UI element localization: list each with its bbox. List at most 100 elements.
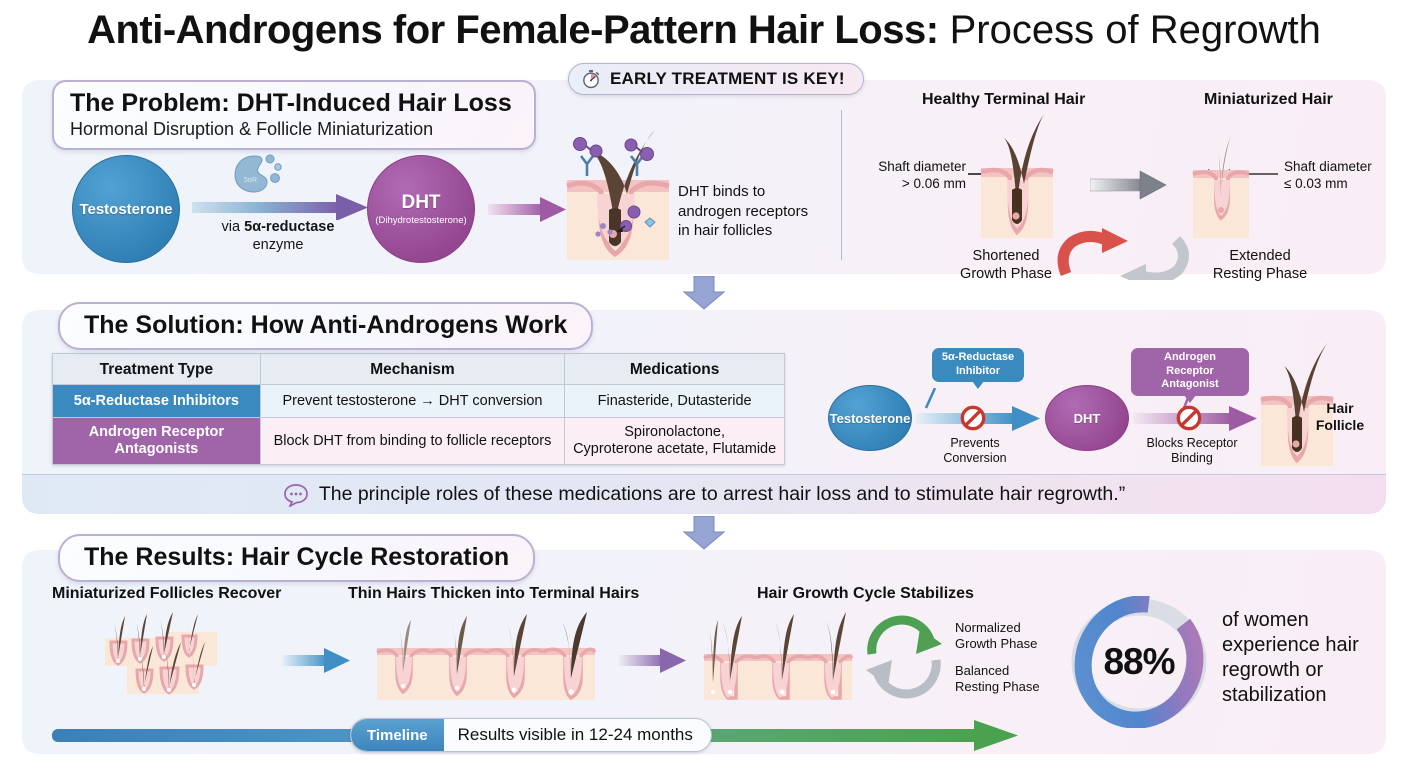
mechanism-dht-label: DHT [1073,410,1101,426]
panel-solution-heading-chip: The Solution: How Anti-Androgens Work [58,302,594,350]
balanced-line2: Resting Phase [955,679,1040,694]
extended-line2: Resting Phase [1212,266,1308,282]
row1-medications: Finasteride, Dutasteride [564,384,785,418]
hair-follicle-line2: Follicle [1315,417,1365,433]
dht-binds-caption: DHT binds to androgen receptors in hair … [678,182,808,241]
callout-5ar-pointer [924,388,937,409]
dht-binds-line2: androgen receptors [678,202,809,220]
quote-bar: The principle roles of these medications… [22,474,1386,514]
normalized-line1: Normalized [955,620,1021,635]
stopwatch-icon [583,70,600,89]
callout-5ar-line2: Inhibitor [956,364,1000,377]
callout-ara-line1: Androgen Receptor [1164,351,1216,377]
enzyme-caption: via 5α-reductase enzyme [193,218,363,254]
mechanism-follicle-illustration [1260,342,1334,466]
shortened-growth-phase-label: Shortened Growth Phase [942,247,1070,283]
page-title-light: Process of Regrowth [938,8,1321,52]
mechanism-testosterone-circle: Testosterone [828,385,912,451]
row1-mechanism: Prevent testosterone → DHT conversion [259,384,566,418]
miniaturized-follicles-cluster-illustration [105,612,217,695]
row2-category-line1: Androgen Receptor [88,424,225,440]
stat-donut-chart: 88% [1068,595,1210,729]
panel-problem-subheading: Hormonal Disruption & Follicle Miniaturi… [70,119,434,139]
mechanism-testosterone-label: Testosterone [829,410,911,426]
panel-problem-heading-chip: The Problem: DHT-Induced Hair Loss Hormo… [52,80,536,150]
hair-cycle-loop-icon [1057,228,1189,280]
dht-binds-line1: DHT binds to [678,183,766,200]
stat-description: of women experience hair regrowth or sta… [1222,608,1359,708]
callout-ara-tail [1184,394,1196,403]
callout-ar-antagonist: Androgen Receptor Antagonist [1131,348,1249,403]
shortened-line1: Shortened [972,248,1040,264]
healthy-shaft-note: Shaft diameter > 0.06 mm [866,158,966,192]
timeline-pill: Timeline Results visible in 12-24 months [350,718,712,752]
callout-ara-pointer [1182,388,1194,409]
blocks-binding-note: Blocks Receptor Binding [1132,436,1252,466]
row2-medications-line1: Spironolactone, [624,424,725,440]
result-step2-title: Thin Hairs Thicken into Terminal Hairs [348,585,640,602]
stabilized-follicles-illustration [703,612,854,700]
prevents-conversion-note: Prevents Conversion [925,436,1025,466]
timeline-tag-label: Timeline [351,719,444,751]
testosterone-label: Testosterone [79,200,173,218]
page-title-bold: Anti-Androgens for Female-Pattern Hair L… [87,8,939,52]
panel-problem-heading: The Problem: DHT-Induced Hair Loss [70,89,512,117]
row1-category: 5α-Reductase Inhibitors [52,384,261,418]
mechanism-dht-circle: DHT [1045,385,1129,451]
row2-medications-line2: Cyproterone acetate, Flutamide [573,441,777,457]
conversion-arrow-1: 5αR [192,154,368,220]
table-header-mechanism: Mechanism [259,353,566,385]
row2-category: Androgen Receptor Antagonists [52,417,261,465]
extended-line1: Extended [1229,248,1291,264]
stat-line2: experience hair [1222,634,1359,656]
dht-binds-line3: in hair follicles [678,222,773,239]
mini-shaft-line1: Shaft diameter [1284,159,1372,174]
connector-arrow-1 [682,276,726,310]
table-row: Androgen Receptor Antagonists Block DHT … [52,417,785,465]
result-step1-title: Miniaturized Follicles Recover [52,585,282,602]
enzyme-caption-name: 5α-reductase [244,219,335,235]
panel-solution-heading: The Solution: How Anti-Androgens Work [84,311,568,339]
healthy-follicle-illustration [980,114,1054,238]
timeline-text: Results visible in 12-24 months [457,725,693,744]
speech-bubble-icon [283,483,308,507]
stat-line4: stabilization [1222,684,1327,706]
extended-resting-phase-label: Extended Resting Phase [1190,247,1330,283]
healthy-shaft-line1: Shaft diameter [878,159,966,174]
dht-circle: DHT (Dihydrotestosterone) [367,155,475,263]
dht-to-follicle-arrow [488,197,566,222]
dht-full-name: (Dihydrotestosterone) [375,215,467,226]
prevents-line2: Conversion [943,451,1007,465]
healthy-hair-title: Healthy Terminal Hair [922,91,1086,108]
donut-ring [1071,595,1207,729]
prevents-line1: Prevents [950,436,1000,450]
blocks-binding-block-icon [1176,405,1202,431]
callout-ara-line2: Antagonist [1161,378,1219,390]
row2-mechanism: Block DHT from binding to follicle recep… [259,417,566,465]
callout-5ar-tail [972,381,984,389]
panel-results-heading-chip: The Results: Hair Cycle Restoration [58,534,536,582]
treatment-table: Treatment Type Mechanism Medications 5α-… [52,353,785,465]
normalized-cycle-icon [866,615,942,699]
enzyme-icon: 5αR [234,154,282,193]
normalized-line2: Growth Phase [955,636,1038,651]
connector-arrow-2 [682,516,726,550]
page-title: Anti-Androgens for Female-Pattern Hair L… [0,4,1408,56]
callout-5ar-line1: 5α-Reductase [941,351,1015,363]
dht-receptor-follicle-illustration [566,130,670,260]
early-treatment-badge-label: EARLY TREATMENT IS KEY! [610,69,845,88]
balanced-resting-phase-label: Balanced Resting Phase [955,663,1040,695]
table-header-row: Treatment Type Mechanism Medications [52,353,785,385]
panel-problem-divider [841,110,842,260]
result-step3-title: Hair Growth Cycle Stabilizes [757,585,974,602]
enzyme-caption-suffix: enzyme [252,237,304,253]
balanced-line1: Balanced [955,663,1010,678]
results-arrow-1 [282,648,350,673]
miniaturization-arrow [1090,170,1167,200]
prevents-conversion-block-icon [960,405,986,431]
callout-5ar-inhibitor: 5α-Reductase Inhibitor [932,348,1024,389]
dht-label: DHT [401,192,441,213]
testosterone-circle: Testosterone [72,155,180,263]
panel-results-heading: The Results: Hair Cycle Restoration [84,543,510,571]
